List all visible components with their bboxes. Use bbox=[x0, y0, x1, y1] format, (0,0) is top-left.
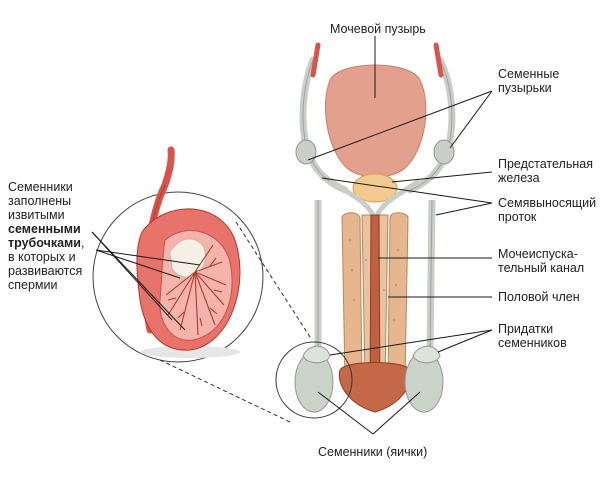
label-bladder: Мочевой пузырь bbox=[330, 22, 426, 36]
label-seminal-vesicles: Семенные пузырьки bbox=[498, 67, 559, 95]
caption-line4-bold: семенными bbox=[8, 222, 81, 236]
caption-line3: извитыми bbox=[8, 208, 65, 222]
label-seminal-vesicles-line2: пузырьки bbox=[498, 81, 552, 95]
seminal-vesicle-right bbox=[433, 139, 455, 165]
label-vas-deferens-line1: Семявыносящий bbox=[498, 196, 597, 210]
label-urethra-line1: Мочеиспуска- bbox=[498, 247, 578, 261]
prostate bbox=[352, 173, 398, 203]
leader-lines bbox=[307, 36, 493, 435]
caption-line6: в которых и bbox=[8, 250, 76, 264]
inset-leader-lines bbox=[91, 231, 201, 331]
inset-tubules bbox=[165, 244, 227, 336]
caption-line5: трубочками, bbox=[8, 236, 84, 250]
label-epididymis-line2: семенников bbox=[498, 336, 567, 350]
bladder bbox=[324, 64, 427, 178]
corpus-right bbox=[387, 212, 409, 381]
caption-line4: семенными bbox=[8, 222, 84, 236]
caption-line5-rest: , bbox=[81, 236, 85, 250]
caption-line7: развиваются bbox=[8, 264, 83, 278]
testis-highlight-circle bbox=[275, 341, 353, 419]
label-vas-deferens-line2: проток bbox=[498, 210, 537, 224]
testis-cross-section-inset bbox=[91, 146, 264, 363]
caption-line5-bold: трубочками bbox=[8, 236, 81, 250]
label-penis: Половой член bbox=[498, 290, 580, 304]
seminal-vesicle-left bbox=[295, 139, 317, 165]
label-seminal-vesicles-line1: Семенные bbox=[498, 67, 560, 81]
label-vas-deferens: Семявыносящий проток bbox=[498, 196, 596, 224]
inset-connector bbox=[159, 221, 313, 423]
label-prostate-line2: железа bbox=[498, 171, 540, 185]
label-inset-caption: Семенники заполнены извитыми семенными т… bbox=[8, 180, 84, 292]
glans bbox=[338, 362, 412, 413]
label-testes: Семенники (яички) bbox=[318, 445, 428, 459]
label-epididymis: Придатки семенников bbox=[498, 322, 567, 350]
epididymis-left bbox=[302, 345, 331, 364]
label-prostate: Предстательная железа bbox=[498, 157, 593, 185]
label-prostate-line1: Предстательная bbox=[498, 157, 593, 171]
corpus-left bbox=[341, 212, 363, 381]
caption-line8: спермии bbox=[8, 278, 58, 292]
anatomy-illustration bbox=[275, 42, 456, 419]
caption-line1: Семенники bbox=[8, 180, 73, 194]
label-epididymis-line1: Придатки bbox=[498, 322, 554, 336]
caption-line2: заполнены bbox=[8, 194, 72, 208]
label-urethra: Мочеиспуска- тельный канал bbox=[498, 247, 584, 275]
label-urethra-line2: тельный канал bbox=[498, 261, 585, 275]
inset-rete bbox=[169, 238, 206, 278]
epididymis-right bbox=[412, 345, 441, 364]
